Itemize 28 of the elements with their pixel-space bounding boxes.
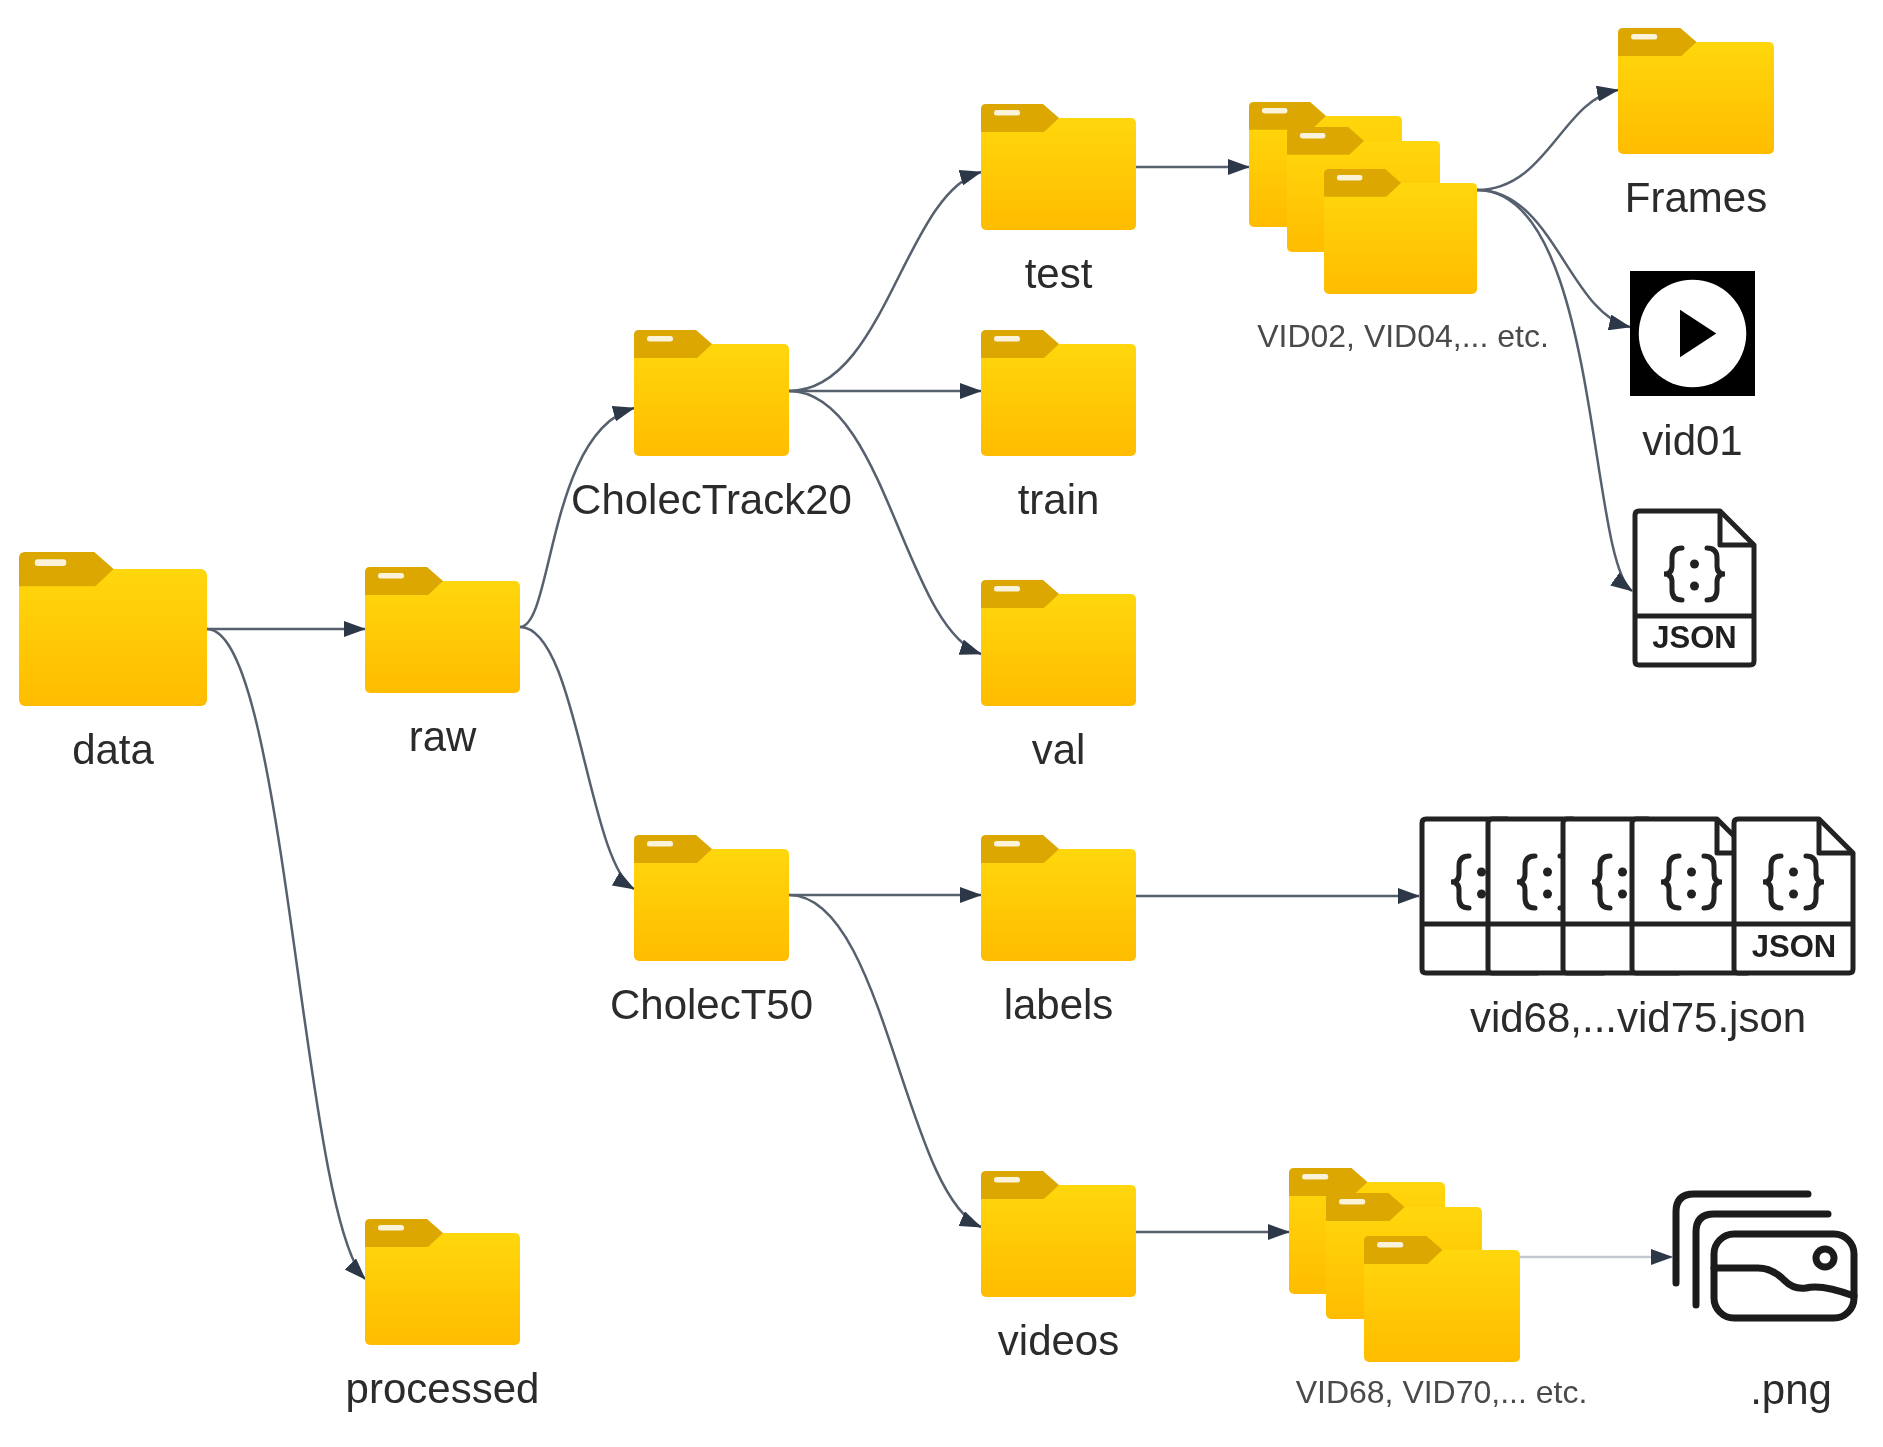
arrow: [519, 406, 635, 629]
folder-name: train: [1017, 476, 1100, 525]
folder-name: data: [72, 726, 154, 775]
folder-name: videos: [997, 1317, 1120, 1366]
folder-name: val: [1031, 726, 1086, 775]
file-type-label: JSON: [1751, 931, 1837, 963]
folder-name: CholecTrack20: [571, 476, 852, 525]
arrow: [1136, 1224, 1290, 1240]
folder-name: raw: [408, 713, 477, 762]
arrow: [788, 389, 982, 656]
arrow: [788, 893, 982, 1228]
folder-list-label: VID02, VID04,... etc.: [1257, 318, 1549, 355]
arrow: [206, 627, 367, 1280]
file-name: .png: [1750, 1366, 1832, 1415]
arrow: [1136, 888, 1420, 904]
file-name: vid01: [1642, 417, 1743, 466]
folder-name: Frames: [1624, 174, 1768, 223]
folder-name: labels: [1003, 981, 1114, 1030]
arrow: [1520, 1249, 1673, 1265]
folder-name: processed: [345, 1365, 540, 1414]
folder-list-label: VID68, VID70,... etc.: [1295, 1374, 1588, 1411]
folder-name: CholecT50: [609, 981, 814, 1030]
arrow: [1136, 159, 1250, 175]
folder-name: test: [1024, 250, 1093, 299]
file-name: vid68,...vid75.json: [1469, 994, 1807, 1043]
arrow: [519, 625, 635, 890]
file-type-label: JSON: [1652, 622, 1737, 654]
arrow: [1476, 188, 1634, 592]
